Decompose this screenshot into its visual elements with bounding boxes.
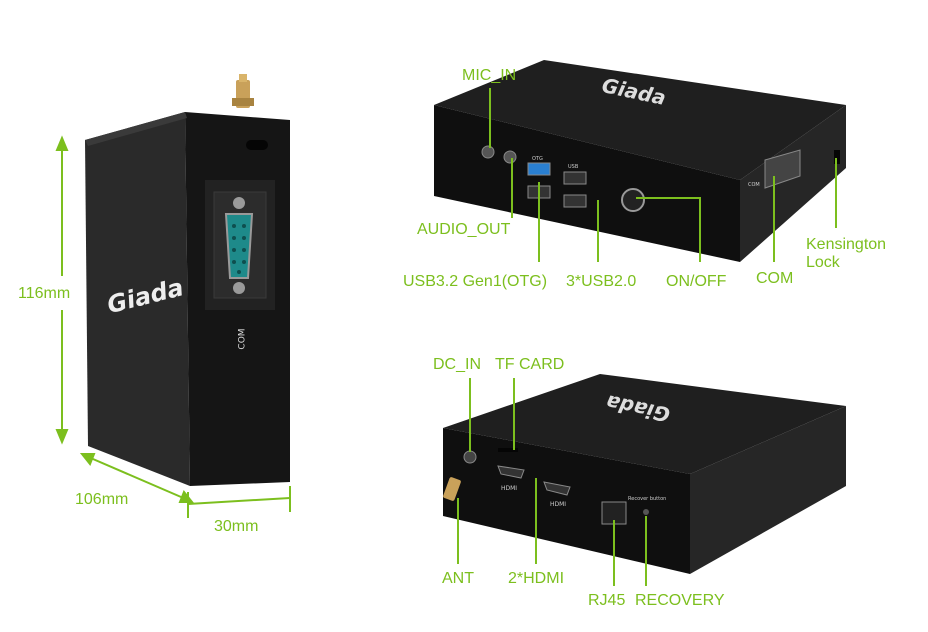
rear-view-device: Giada HDMI HDMI Recover button: [443, 374, 846, 574]
usb-otg-label: USB3.2 Gen1(OTG): [403, 273, 548, 290]
dimension-lines: [55, 135, 291, 518]
dc-in-jack-icon: [463, 450, 477, 464]
dimension-height-label: 116mm: [18, 285, 71, 302]
recovery-label: RECOVERY: [635, 592, 725, 609]
hdmi-port-icon: [543, 481, 571, 496]
svg-text:COM: COM: [748, 182, 760, 188]
on-off-label: ON/OFF: [666, 273, 727, 290]
svg-text:USB: USB: [568, 164, 579, 170]
kensington-lock-label: Kensington Lock: [806, 236, 887, 271]
com-label: COM: [756, 270, 794, 287]
tf-card-slot-icon: [498, 448, 518, 452]
db9-connector-icon: [224, 197, 254, 294]
svg-text:Recover button: Recover button: [628, 496, 666, 502]
svg-text:OTG: OTG: [532, 156, 543, 162]
tf-card-label: TF CARD: [495, 356, 565, 373]
mic-in-label: MIC_IN: [462, 67, 517, 84]
usb-otg-port-icon: [527, 162, 551, 176]
recovery-button-icon: [643, 509, 649, 515]
antenna-connector-icon: [232, 74, 254, 108]
usb2-label: 3*USB2.0: [566, 273, 637, 290]
dimension-width-label: 30mm: [214, 518, 259, 535]
rear-leader-lines: [457, 378, 647, 586]
mic-jack-icon: [481, 145, 495, 159]
hdmi-label: 2*HDMI: [508, 570, 565, 587]
ant-label: ANT: [442, 570, 474, 587]
side-com-label: COM: [237, 328, 248, 350]
audio-out-label: AUDIO_OUT: [417, 221, 511, 238]
svg-text:HDMI: HDMI: [501, 485, 517, 492]
dc-in-label: DC_IN: [433, 356, 482, 373]
power-button-icon: [621, 188, 645, 212]
rj45-label: RJ45: [588, 592, 626, 609]
front-view-device: Giada OTG USB COM: [434, 60, 846, 262]
side-view-device: Giada: [85, 74, 290, 486]
kensington-lock-icon: [834, 150, 840, 164]
svg-text:HDMI: HDMI: [550, 501, 566, 508]
front-leader-lines: [489, 88, 837, 262]
antenna-connector-icon: [443, 477, 461, 501]
hdmi-port-icon: [497, 465, 525, 479]
kensington-slot-icon: [246, 140, 268, 150]
usb2-port-icon: [563, 194, 587, 208]
audio-jack-icon: [503, 150, 517, 164]
dimension-depth-label: 106mm: [75, 491, 129, 508]
usb2-port-icon: [563, 171, 587, 185]
